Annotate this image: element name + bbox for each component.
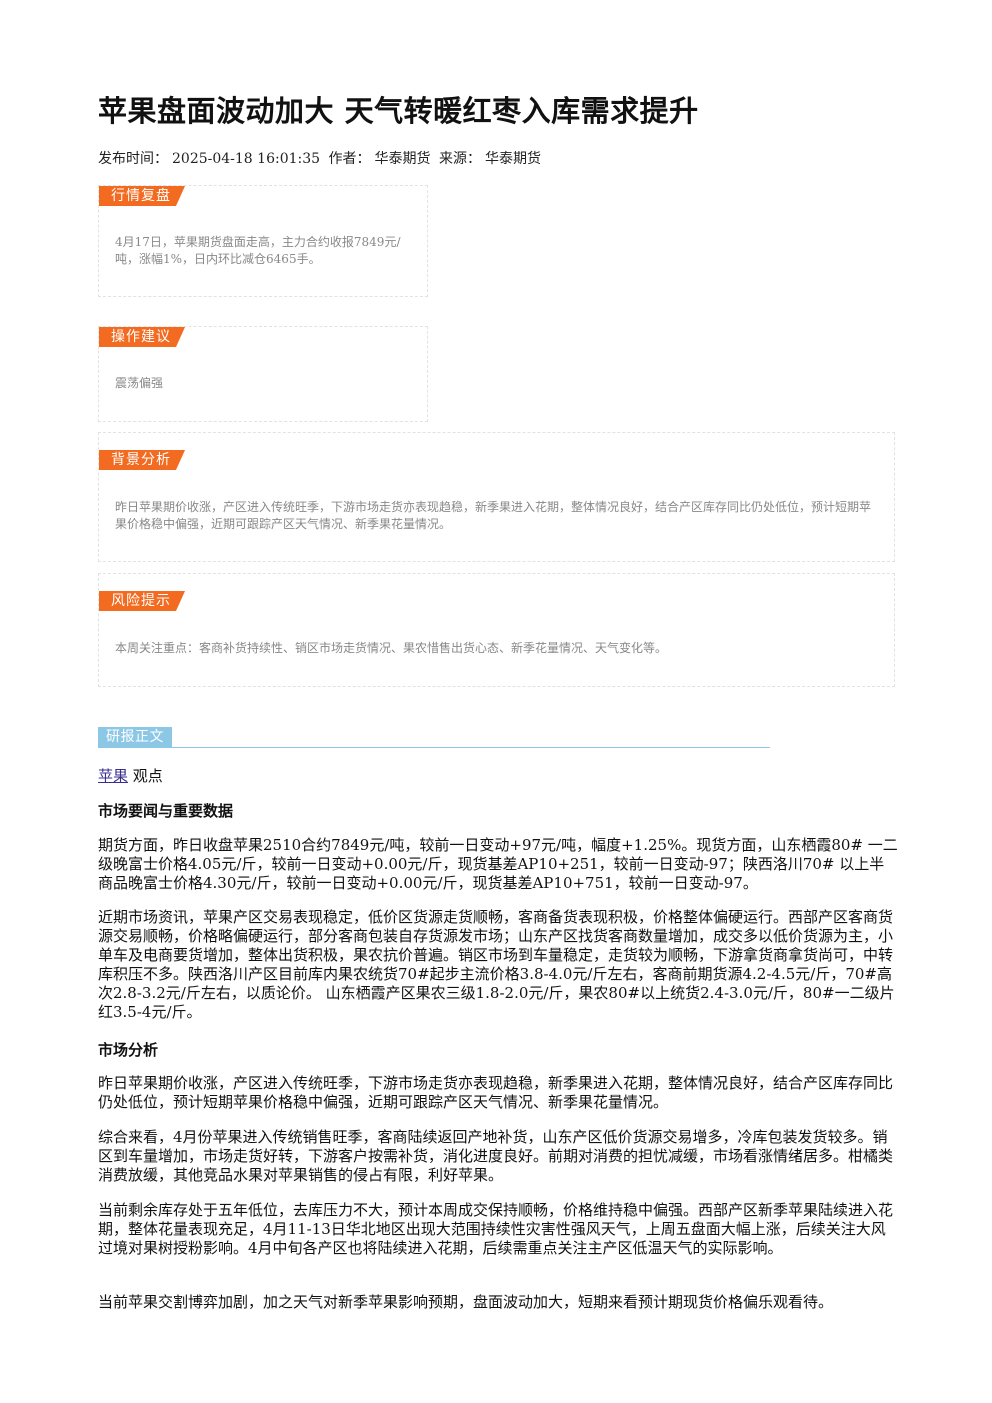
paragraph-analysis-2: 综合来看，4月份苹果进入传统销售旺季，客商陆续返回产地补货，山东产区低价货源交易… xyxy=(98,1128,894,1184)
publish-time-label: 发布时间： xyxy=(98,151,168,167)
paragraph-futures-spot: 期货方面，昨日收盘苹果2510合约7849元/吨，较前一日变动+97元/吨，幅度… xyxy=(98,836,898,892)
market-review-text: 4月17日，苹果期货盘面走高，主力合约收报7849元/吨，涨幅1%，日内环比减仓… xyxy=(115,235,401,266)
background-tag: 背景分析 xyxy=(99,450,185,470)
author-label: 作者： xyxy=(328,151,371,167)
heading-market-news: 市场要闻与重要数据 xyxy=(98,802,234,820)
product-suffix: 观点 xyxy=(132,767,163,785)
advice-tag: 操作建议 xyxy=(99,327,185,347)
source-label: 来源： xyxy=(438,151,481,167)
publish-time: 2025-04-18 16:01:35 xyxy=(172,151,321,167)
risk-box: 风险提示 本周关注重点：客商补货持续性、销区市场走货情况、果农惜售出货心态、新季… xyxy=(98,573,895,687)
paragraph-analysis-3: 当前剩余库存处于五年低位，去库压力不大，预计本周成交保持顺畅，价格维持稳中偏强。… xyxy=(98,1201,894,1257)
market-review-box: 行情复盘 4月17日，苹果期货盘面走高，主力合约收报7849元/吨，涨幅1%，日… xyxy=(98,185,428,297)
paragraph-analysis-1: 昨日苹果期价收涨，产区进入传统旺季，下游市场走货亦表现趋稳，新季果进入花期，整体… xyxy=(98,1074,894,1111)
paragraph-market-news: 近期市场资讯，苹果产区交易表现稳定，低价区货源走货顺畅，客商备货表现积极，价格整… xyxy=(98,908,895,1021)
advice-box: 操作建议 震荡偏强 xyxy=(98,326,428,422)
author: 华泰期货 xyxy=(374,151,431,167)
background-box: 背景分析 昨日苹果期价收涨，产区进入传统旺季，下游市场走货亦表现趋稳，新季果进入… xyxy=(98,432,895,562)
source: 华泰期货 xyxy=(484,151,541,167)
report-section-label: 研报正文 xyxy=(98,727,172,747)
risk-text: 本周关注重点：客商补货持续性、销区市场走货情况、果农惜售出货心态、新季花量情况、… xyxy=(115,641,668,655)
paragraph-analysis-4: 当前苹果交割博弈加剧，加之天气对新季苹果影响预期，盘面波动加大，短期来看预计期现… xyxy=(98,1293,834,1311)
heading-market-analysis: 市场分析 xyxy=(98,1041,159,1059)
article-meta: 发布时间：2025-04-18 16:01:35 作者：华泰期货 来源：华泰期货 xyxy=(98,148,545,168)
risk-tag: 风险提示 xyxy=(99,591,185,611)
page-title: 苹果盘面波动加大 天气转暖红枣入库需求提升 xyxy=(98,94,699,128)
product-view-heading: 苹果 观点 xyxy=(98,765,163,786)
advice-text: 震荡偏强 xyxy=(115,376,164,390)
product-link[interactable]: 苹果 xyxy=(98,767,129,785)
report-section-header: 研报正文 xyxy=(98,727,770,748)
market-review-tag: 行情复盘 xyxy=(99,186,185,206)
background-text: 昨日苹果期价收涨，产区进入传统旺季，下游市场走货亦表现趋稳，新季果进入花期，整体… xyxy=(115,500,872,531)
